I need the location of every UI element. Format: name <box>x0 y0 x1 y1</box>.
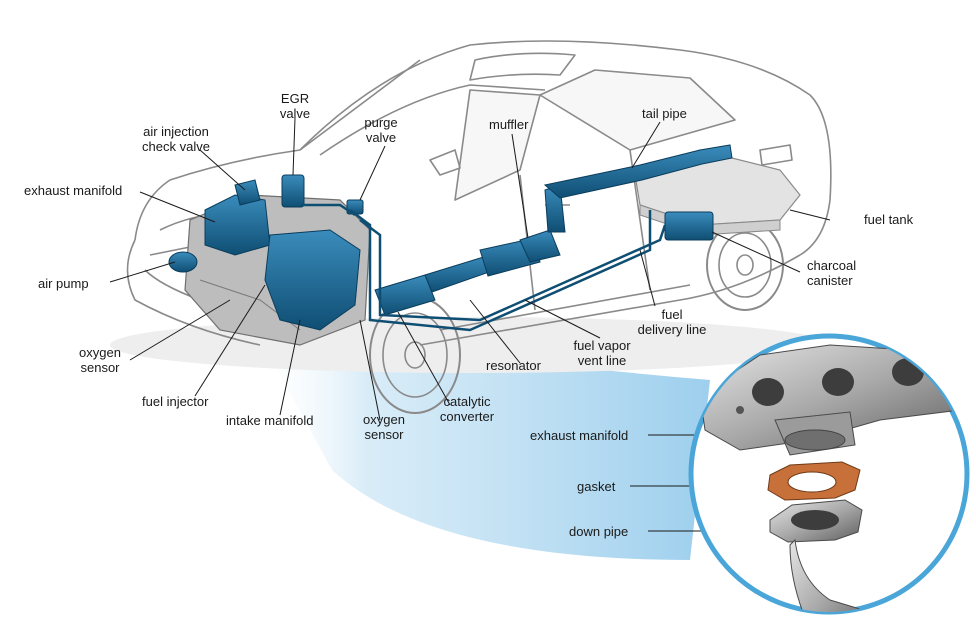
label-exhaust-manifold: exhaust manifold <box>24 183 123 198</box>
label-fuel-tank: fuel tank <box>864 212 914 227</box>
detail-circle <box>688 333 970 615</box>
label-resonator: resonator <box>486 358 541 373</box>
label-intake-manifold: intake manifold <box>226 413 314 428</box>
detail-label-down-pipe: down pipe <box>569 524 629 539</box>
leader-lines <box>109 117 831 532</box>
exhaust-system <box>168 144 733 331</box>
label-muffler: muffler <box>489 117 529 132</box>
detail-callout-beam <box>250 320 710 560</box>
label-air-pump: air pump <box>38 276 89 291</box>
fuel-lines <box>300 203 667 332</box>
label-tail-pipe: tail pipe <box>642 106 687 121</box>
detail-label-gasket: gasket <box>577 479 616 494</box>
detail-label-exhaust-manifold: exhaust manifold <box>530 428 629 443</box>
label-fuel-injector: fuel injector <box>142 394 209 409</box>
